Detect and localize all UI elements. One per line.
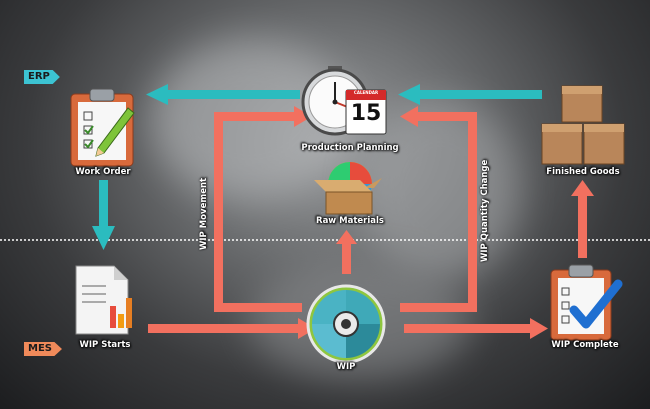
workorder-to-wipstarts-arrow [99, 180, 108, 226]
wip-movement-top [214, 112, 294, 121]
finished-to-planning-arrow [420, 90, 542, 99]
calendar-day: 15 [350, 101, 382, 126]
wip-qty-bottom [400, 303, 477, 312]
workorder-to-wipstarts-arrowhead [92, 226, 115, 250]
wip-complete-label: WIP Complete [551, 340, 619, 350]
wip-movement-bottom [214, 303, 302, 312]
planning-to-workorder-arrow [168, 90, 300, 99]
clock-calendar-icon [301, 66, 387, 136]
wip-label: WIP [336, 362, 356, 372]
wip-qty-vertical [468, 112, 477, 312]
erp-tag: ERP [24, 70, 60, 84]
work-order-label: Work Order [75, 167, 131, 177]
wipstarts-to-wip-arrow [148, 324, 298, 333]
wip-to-complete-arrow [404, 324, 530, 333]
complete-to-finished-arrow [578, 196, 587, 258]
mes-tag: MES [24, 342, 62, 356]
wip-movement-vertical [214, 112, 223, 312]
wip-movement-label: WIP Movement [199, 177, 209, 250]
finished-to-planning-arrowhead [398, 84, 420, 105]
finished-goods-label: Finished Goods [546, 167, 620, 177]
erp-mes-divider [0, 239, 650, 241]
cardboard-boxes-icon [541, 85, 625, 165]
wip-quantity-change-label: WIP Quantity Change [480, 159, 490, 262]
production-planning-label: Production Planning [301, 143, 399, 153]
background-glow [360, 100, 520, 280]
wip-starts-label: WIP Starts [79, 340, 131, 350]
planning-to-workorder-arrowhead [146, 84, 168, 105]
wip-gear-circle-icon [306, 284, 386, 364]
raw-materials-box-icon [314, 162, 382, 215]
calendar-header: CALENDAR [353, 90, 379, 95]
wip-to-raw-arrow [342, 244, 351, 274]
document-chart-icon [75, 265, 132, 335]
clipboard-check-icon [550, 264, 623, 341]
wip-qty-top [418, 112, 477, 121]
raw-materials-label: Raw Materials [316, 216, 384, 226]
clipboard-checklist-icon [70, 88, 135, 167]
